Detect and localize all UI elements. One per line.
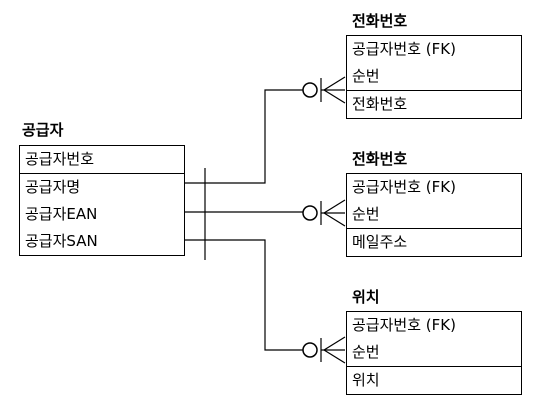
- relationship-supplier-phone: [184, 76, 346, 184]
- entity-pk-section: 공급자번호 (FK) 순번: [347, 312, 521, 367]
- attribute-row: 공급자번호 (FK): [352, 316, 456, 334]
- attribute-row: 순번: [352, 67, 380, 85]
- relationship-supplier-email: [184, 199, 346, 227]
- entity-email[interactable]: 공급자번호 (FK) 순번 메일주소: [346, 173, 522, 257]
- attribute-row: 공급자SAN: [25, 232, 98, 250]
- entity-attr-section: 위치: [347, 367, 521, 394]
- attribute-row: 공급자번호: [25, 150, 95, 168]
- entity-phone[interactable]: 공급자번호 (FK) 순번 전화번호: [346, 35, 522, 119]
- entity-title-phone: 전화번호: [352, 12, 408, 30]
- entity-attr-section: 전화번호: [347, 91, 521, 118]
- attribute-row: 메일주소: [352, 233, 408, 251]
- entity-title-email: 전화번호: [352, 150, 408, 168]
- entity-attr-section: 메일주소: [347, 229, 521, 256]
- entity-attr-section: 공급자명 공급자EAN 공급자SAN: [20, 174, 184, 255]
- relationship-supplier-location: [184, 239, 346, 364]
- attribute-row: 전화번호: [352, 95, 408, 113]
- entity-title-location: 위치: [352, 288, 380, 306]
- attribute-row: 순번: [352, 205, 380, 223]
- entity-pk-section: 공급자번호: [20, 146, 184, 174]
- attribute-row: 공급자명: [25, 178, 81, 196]
- entity-title-supplier: 공급자: [22, 121, 64, 139]
- attribute-row: 공급자번호 (FK): [352, 178, 456, 196]
- entity-pk-section: 공급자번호 (FK) 순번: [347, 36, 521, 91]
- attribute-row: 위치: [352, 371, 380, 389]
- entity-location[interactable]: 공급자번호 (FK) 순번 위치: [346, 311, 522, 395]
- attribute-row: 순번: [352, 343, 380, 361]
- attribute-row: 공급자번호 (FK): [352, 40, 456, 58]
- attribute-row: 공급자EAN: [25, 205, 98, 223]
- entity-supplier[interactable]: 공급자번호 공급자명 공급자EAN 공급자SAN: [19, 145, 185, 256]
- entity-pk-section: 공급자번호 (FK) 순번: [347, 174, 521, 229]
